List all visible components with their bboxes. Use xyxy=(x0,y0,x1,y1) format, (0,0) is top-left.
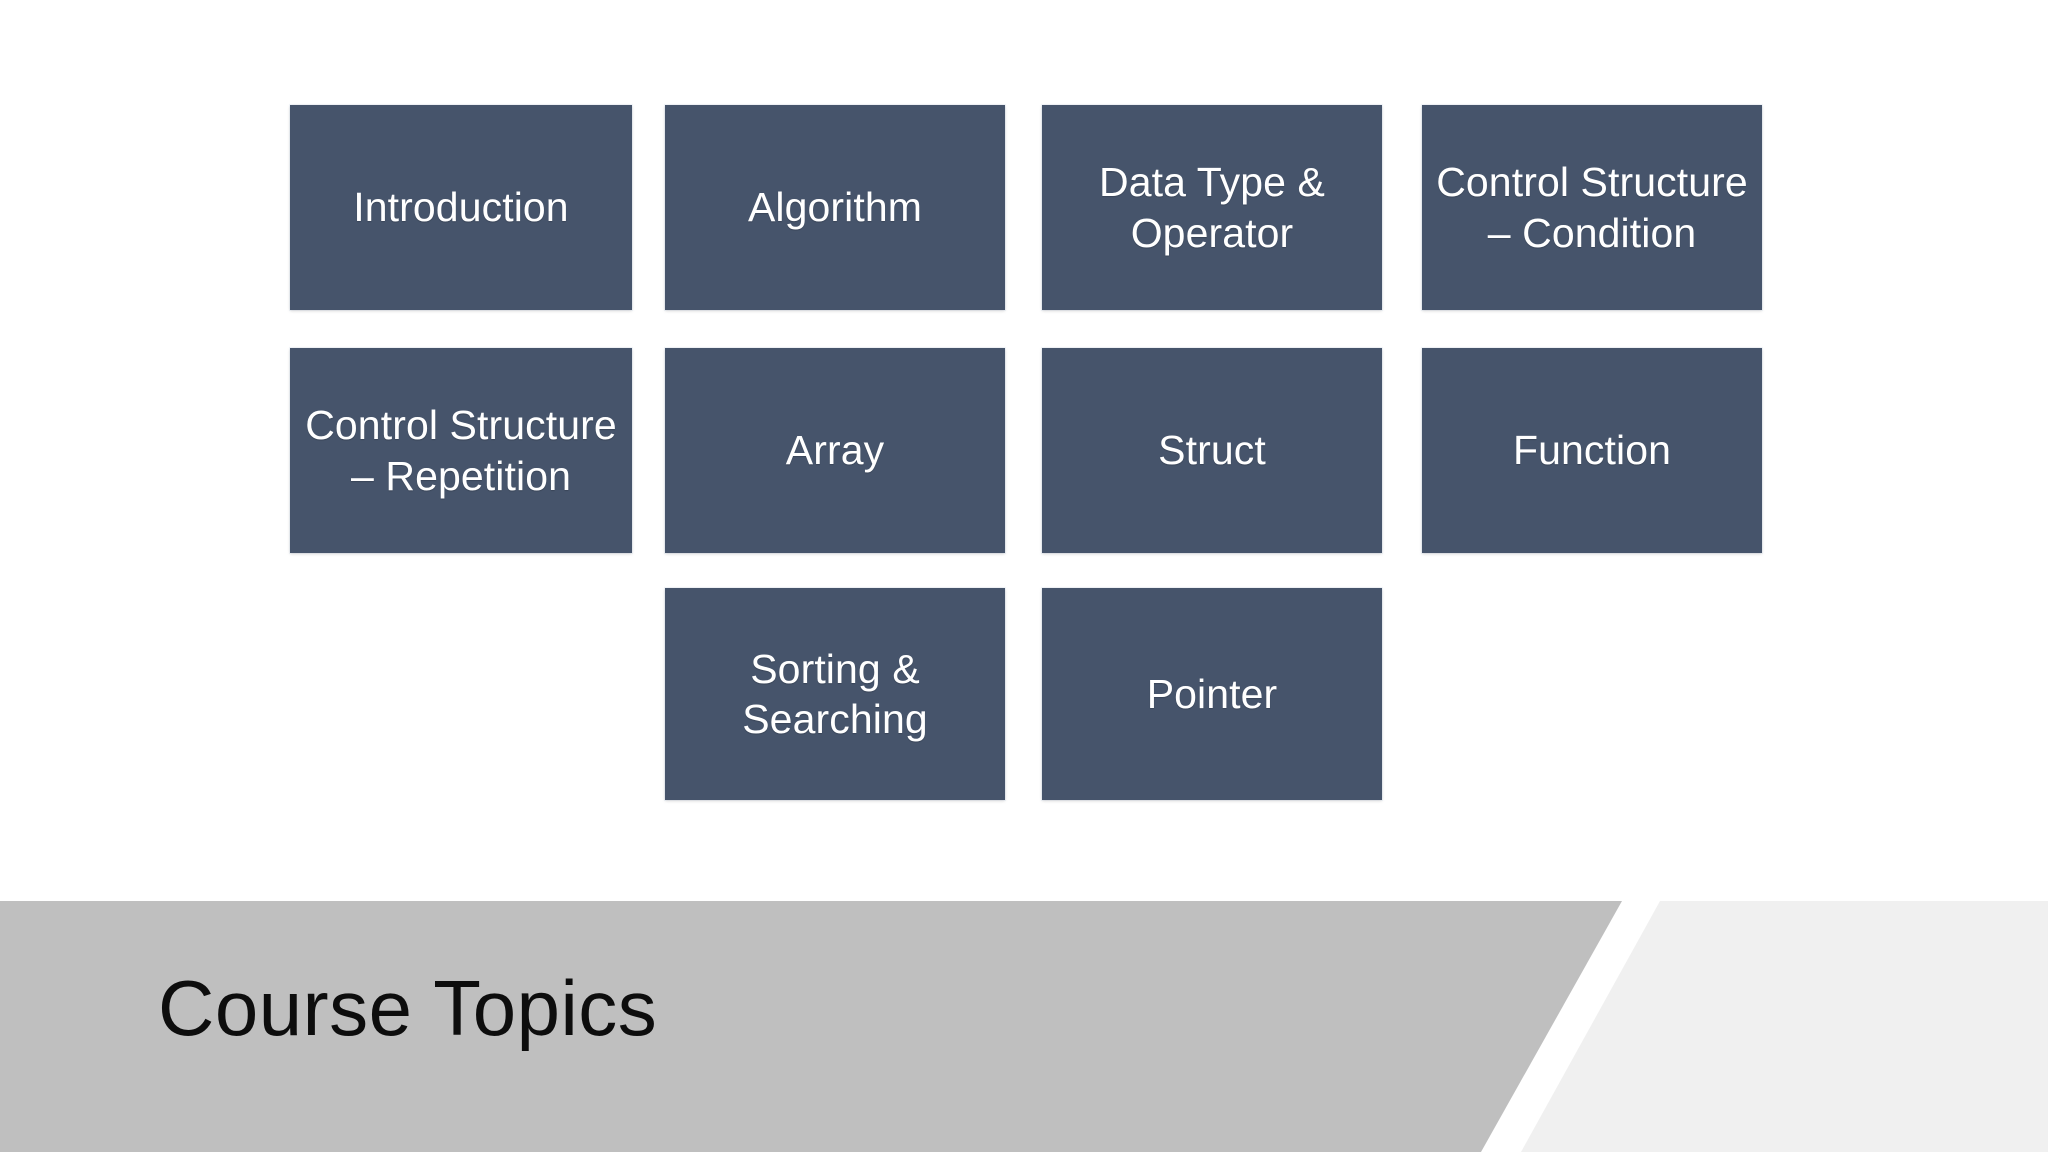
topic-box-function[interactable]: Function xyxy=(1422,348,1762,553)
topic-box-introduction[interactable]: Introduction xyxy=(290,105,632,310)
topic-box-array[interactable]: Array xyxy=(665,348,1005,553)
topic-label: Pointer xyxy=(1146,670,1278,717)
topic-box-control-structure-repetition[interactable]: Control Structure – Repetition xyxy=(290,348,632,553)
topic-box-control-structure-condition[interactable]: Control Structure – Condition xyxy=(1422,105,1762,310)
banner-dark-shape xyxy=(0,901,1622,1152)
topic-label: Array xyxy=(785,427,885,474)
topic-box-pointer[interactable]: Pointer xyxy=(1042,588,1382,800)
topic-box-struct[interactable]: Struct xyxy=(1042,348,1382,553)
topic-box-algorithm[interactable]: Algorithm xyxy=(665,105,1005,310)
topic-label: Function xyxy=(1512,427,1672,474)
topic-label: Sorting & Searching xyxy=(742,645,928,742)
topic-label: Data Type & Operator xyxy=(1099,159,1325,256)
topic-box-data-type-operator[interactable]: Data Type & Operator xyxy=(1042,105,1382,310)
topic-label: Control Structure – Repetition xyxy=(305,402,617,499)
topic-label: Algorithm xyxy=(747,184,923,231)
page-title: Course Topics xyxy=(158,964,658,1052)
course-topics-grid: Introduction Algorithm Data Type & Opera… xyxy=(290,105,1762,800)
topic-label: Introduction xyxy=(353,184,569,231)
title-banner xyxy=(0,901,2048,1152)
topic-label: Control Structure – Condition xyxy=(1436,159,1748,256)
topic-box-sorting-searching[interactable]: Sorting & Searching xyxy=(665,588,1005,800)
topic-label: Struct xyxy=(1158,427,1266,474)
